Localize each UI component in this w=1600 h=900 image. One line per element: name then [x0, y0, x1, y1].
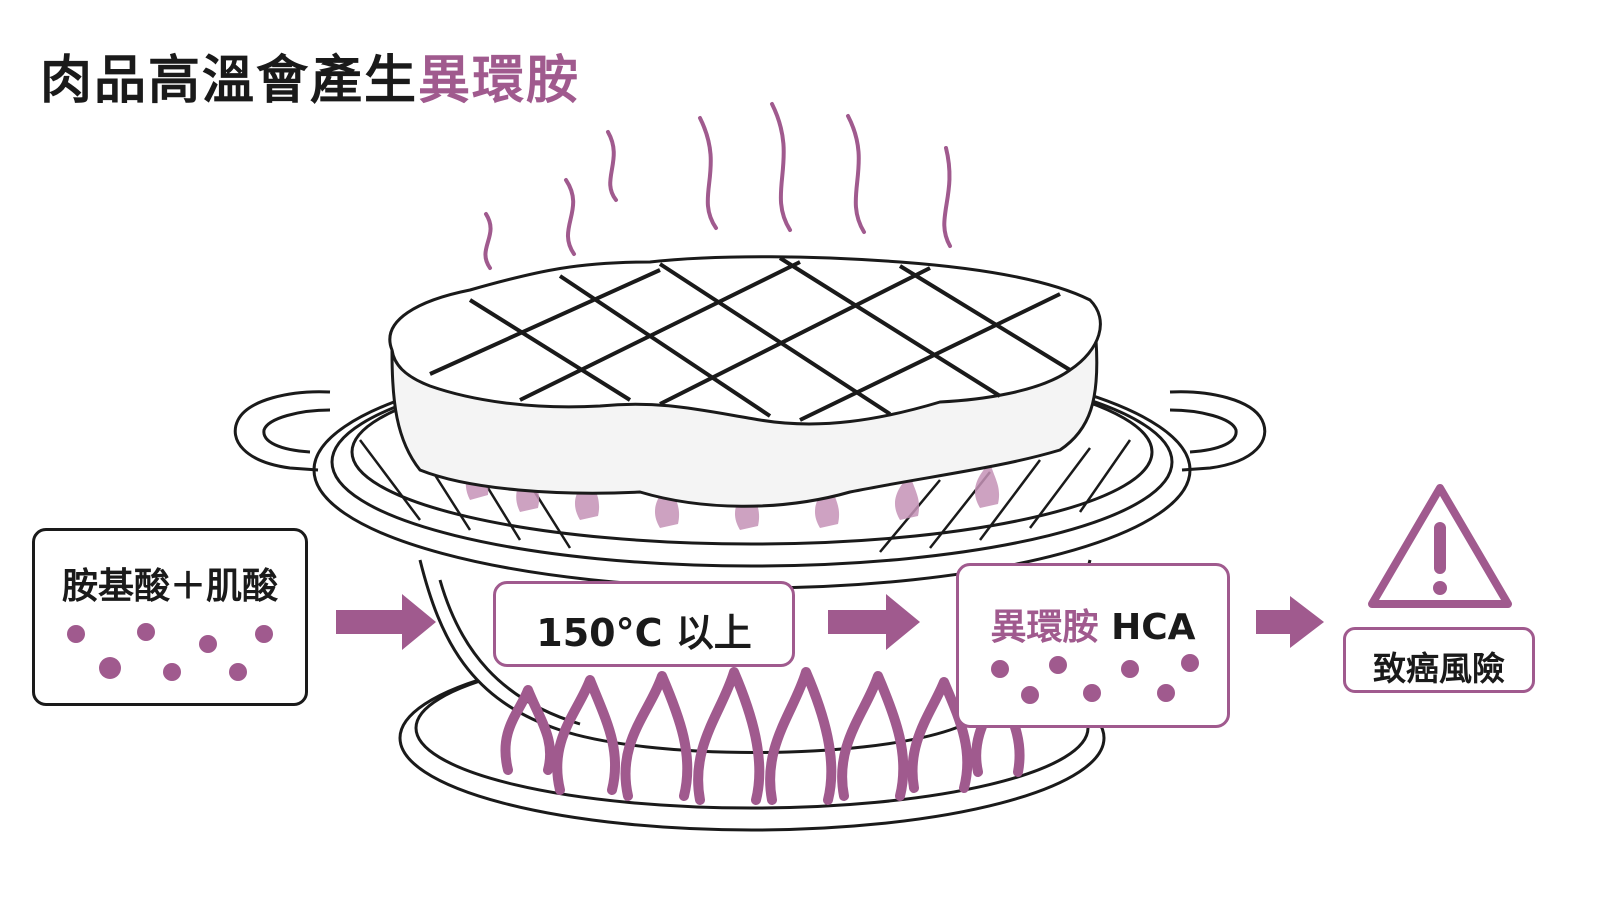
hca-label: 異環胺 HCA	[959, 598, 1227, 650]
cancer-risk-box: 致癌風險	[1343, 627, 1535, 693]
temperature-box: 150°C 以上	[493, 581, 795, 667]
warning-triangle-icon	[1368, 484, 1512, 608]
flow-arrow-2	[828, 594, 920, 650]
cancer-risk-label: 致癌風險	[1373, 649, 1505, 688]
reactants-box: 胺基酸＋肌酸	[32, 528, 308, 706]
steak	[388, 255, 1102, 508]
title-main: 肉品高溫會產生	[40, 51, 419, 111]
hca-box: 異環胺 HCA	[956, 563, 1230, 728]
title-highlight: 異環胺	[418, 51, 581, 111]
hca-label-cn: 異環胺	[990, 607, 1099, 648]
reactants-label: 胺基酸＋肌酸	[61, 566, 278, 607]
pot-handle-left	[233, 390, 331, 472]
page-title: 肉品高溫會產生異環胺	[40, 38, 580, 113]
hca-label-en: HCA	[1098, 607, 1196, 648]
reactant-molecules	[67, 623, 273, 681]
temperature-label: 150°C 以上	[536, 611, 752, 655]
hca-molecules	[991, 654, 1199, 704]
pot-handle-right	[1169, 390, 1267, 472]
flow-arrow-1	[336, 594, 436, 650]
steam	[483, 102, 952, 270]
flow-arrow-3	[1256, 596, 1324, 648]
